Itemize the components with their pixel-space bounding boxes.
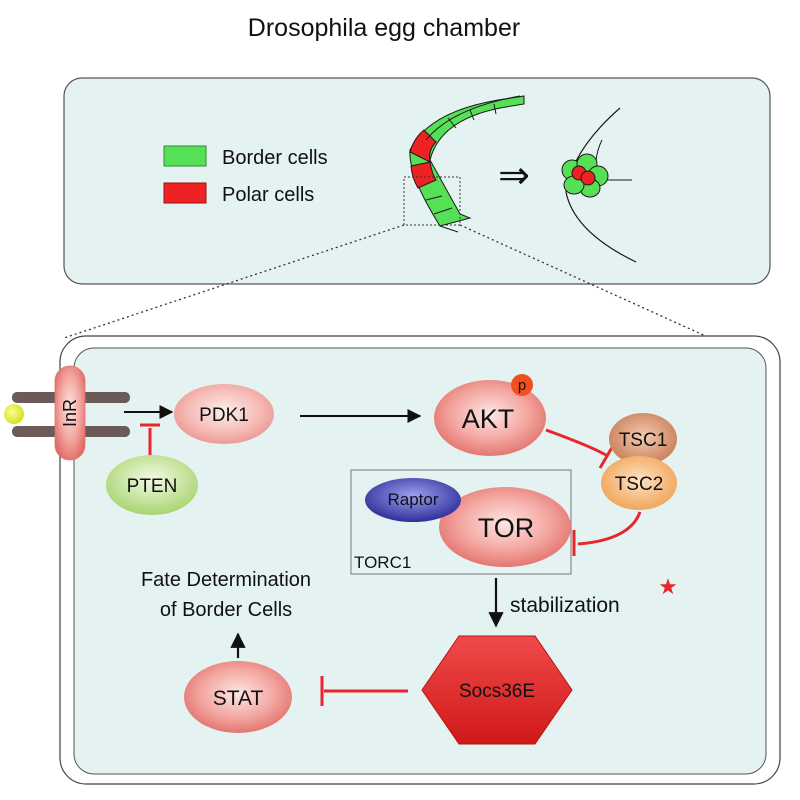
raptor-label: Raptor xyxy=(387,490,438,509)
socs36e-label: Socs36E xyxy=(459,681,535,702)
inr-receptor: InR xyxy=(4,365,130,461)
torc1-complex-box xyxy=(350,469,572,575)
akt-node xyxy=(434,380,546,456)
pdk1-label: PDK1 xyxy=(199,405,249,426)
akt-label: AKT xyxy=(462,404,515,434)
pdk1-node xyxy=(174,384,274,444)
diagram-title: Drosophila egg chamber xyxy=(248,14,520,42)
legend-swatch-polar-cells xyxy=(163,182,207,204)
tsc1-label: TSC1 xyxy=(619,430,668,451)
migrating-border-cluster xyxy=(561,107,637,263)
torc1-label: TORC1 xyxy=(354,553,411,572)
stat-node xyxy=(184,661,292,733)
inhibit-tsc2-tor xyxy=(577,511,642,546)
legend-swatch-border-cells xyxy=(163,145,207,167)
transition-arrow: ⇒ xyxy=(498,155,530,197)
pten-label: PTEN xyxy=(127,476,178,497)
inhibit-akt-tsc xyxy=(545,428,607,457)
socs36e-node xyxy=(421,635,573,745)
fate-label-line1: Fate Determination xyxy=(141,569,311,591)
inr-label: InR xyxy=(60,399,80,427)
tsc1-node xyxy=(609,413,677,465)
zoom-box xyxy=(403,176,461,226)
tsc2-label: TSC2 xyxy=(615,474,664,495)
follicle-epithelium xyxy=(409,95,525,233)
legend-label-polar-cells: Polar cells xyxy=(222,184,314,206)
stabilization-label: stabilization xyxy=(510,594,620,617)
phospho-label: p xyxy=(518,377,526,394)
tsc2-node xyxy=(601,456,677,510)
fate-label-line2: of Border Cells xyxy=(160,599,292,621)
stat-label: STAT xyxy=(213,687,264,710)
tor-label: TOR xyxy=(478,513,535,543)
zoom-line-right xyxy=(459,224,711,339)
tor-node xyxy=(439,487,571,567)
legend-label-border-cells: Border cells xyxy=(222,147,328,169)
raptor-node xyxy=(365,478,461,522)
star-icon: ★ xyxy=(658,575,678,600)
ligand xyxy=(4,404,24,424)
pten-node xyxy=(106,455,198,515)
phospho-badge xyxy=(511,374,533,396)
